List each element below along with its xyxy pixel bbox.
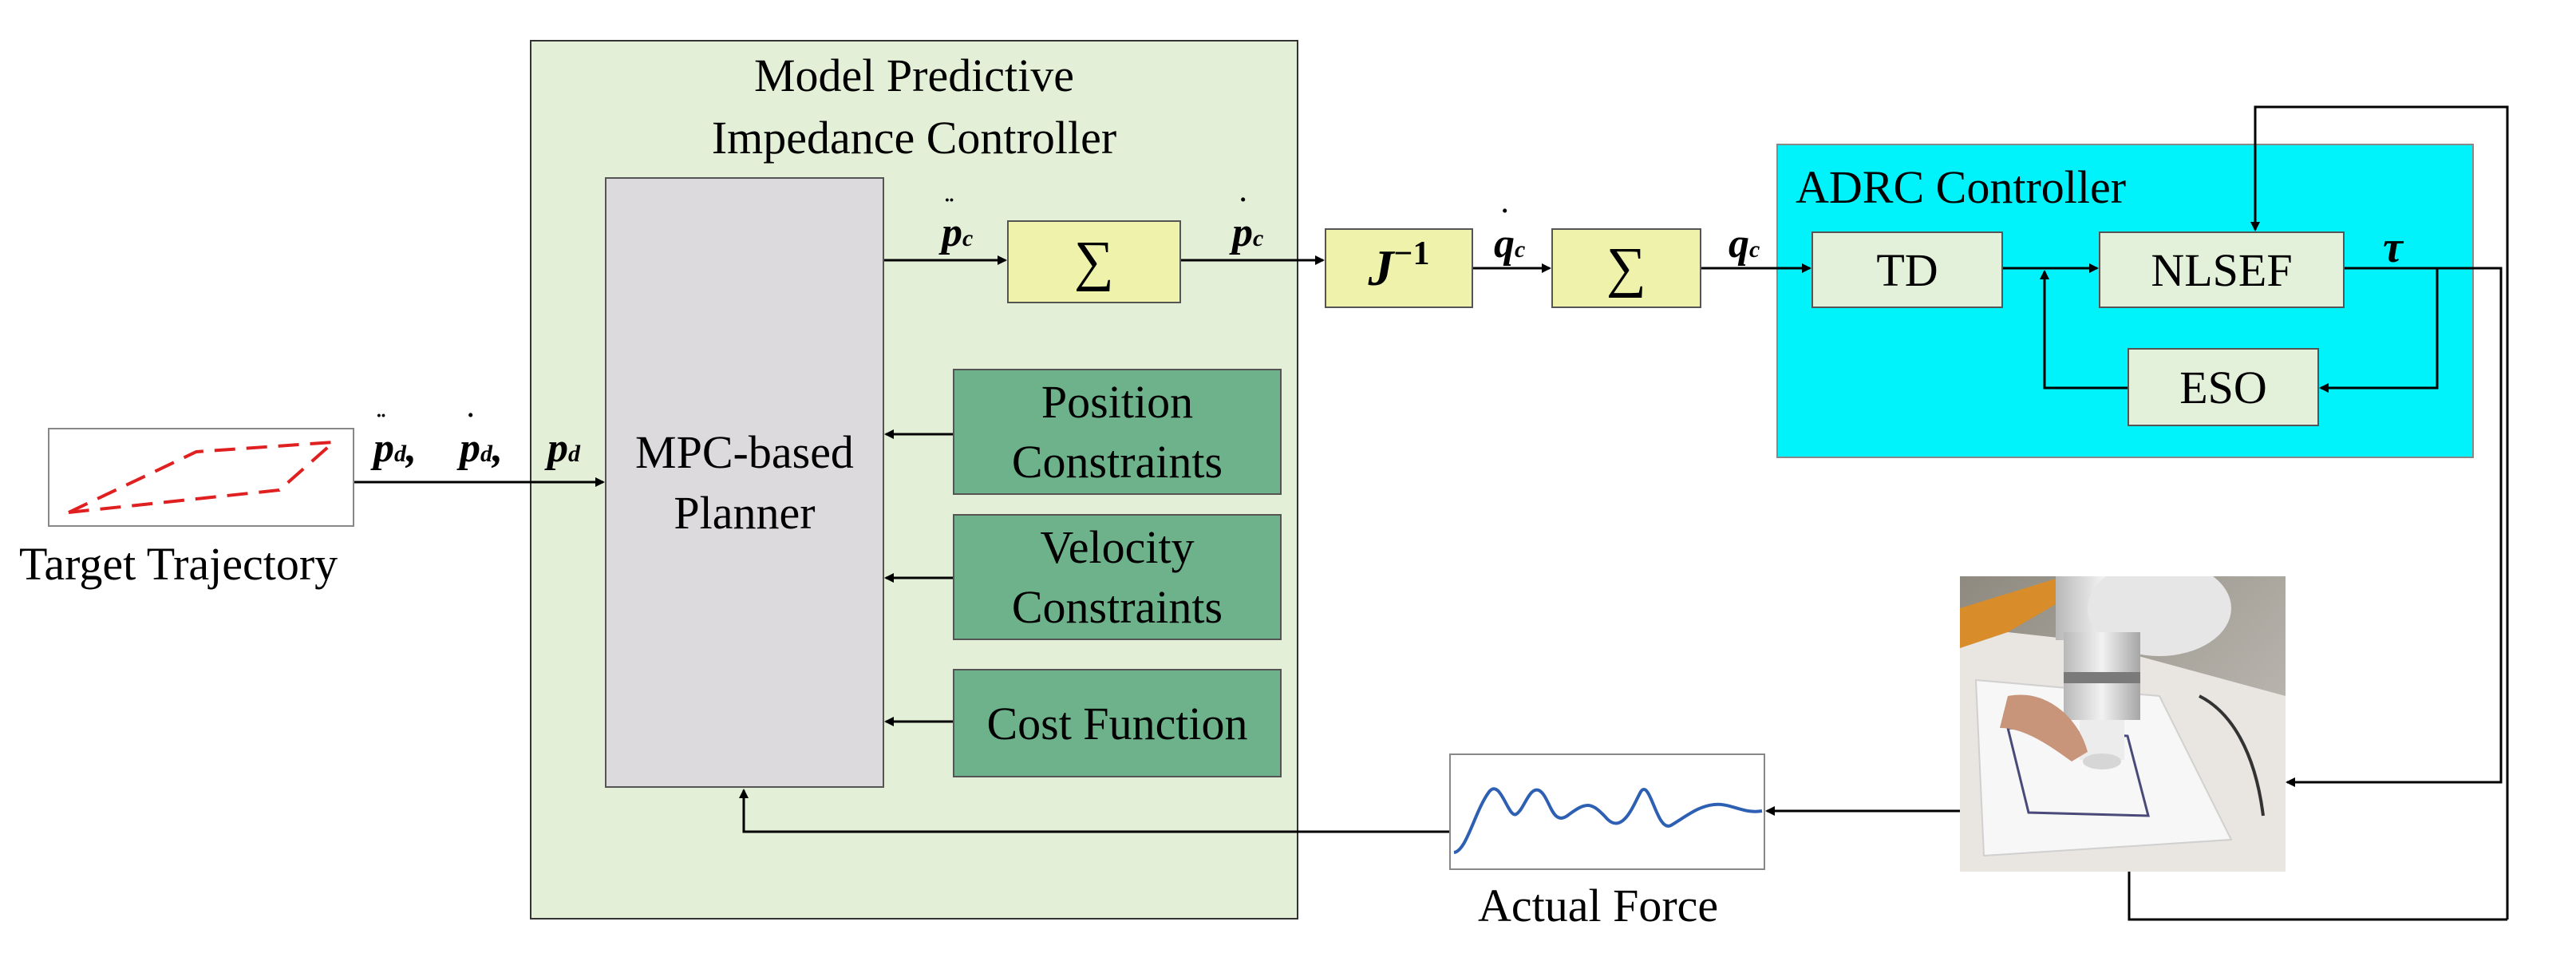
target-trajectory-label: Target Trajectory: [19, 538, 338, 590]
ddot-marker-pc: ¨: [945, 193, 954, 223]
actual-force-label: Actual Force: [1478, 880, 1719, 931]
cost-function-block: Cost Function: [953, 669, 1282, 777]
signal-p-d: pd: [547, 425, 580, 471]
td-block: TD: [1811, 231, 2003, 308]
velocity-constraints-block: Velocity Constraints: [953, 514, 1282, 640]
dot-marker-pc: ˙: [1239, 193, 1248, 223]
sum-block-1: ∑: [1007, 220, 1181, 303]
nlsef-block: NLSEF: [2099, 231, 2345, 308]
robot-arm-illustration: [1960, 560, 2286, 872]
jacobian-inverse-block: J−1: [1325, 228, 1473, 308]
signal-q-c-dot: qc ˙: [1494, 204, 1526, 267]
sum-block-2: ∑: [1551, 228, 1701, 308]
position-label-line2: Constraints: [1011, 436, 1223, 488]
sum-symbol-2: ∑: [1606, 237, 1646, 299]
td-label: TD: [1876, 243, 1938, 296]
force-curve: [1453, 787, 1763, 854]
signal-p-d-ddot: pd, ¨: [373, 409, 417, 471]
dot-marker-qc: ˙: [1500, 204, 1510, 234]
trajectory-curve: [68, 440, 338, 514]
robot-photo: [1960, 560, 2286, 872]
signal-p-d-dot: pd, ˙: [460, 409, 503, 471]
sum-symbol-1: ∑: [1074, 231, 1114, 292]
planner-label-line1: MPC-based: [635, 426, 854, 479]
jacobian-symbol: J: [1368, 239, 1394, 296]
position-label-line1: Position: [1041, 375, 1194, 428]
cost-function-label: Cost Function: [986, 697, 1248, 749]
mpic-title-line1: Model Predictive: [753, 49, 1075, 101]
actual-force-plot: [1449, 753, 1765, 870]
nlsef-label: NLSEF: [2151, 243, 2293, 296]
signal-q-c: qc: [1729, 221, 1760, 267]
jacobian-superscript: −1: [1393, 235, 1430, 272]
signal-p-c-dot: pc ˙: [1232, 193, 1264, 255]
position-constraints-block: Position Constraints: [953, 369, 1282, 495]
velocity-label-line1: Velocity: [1040, 520, 1195, 573]
mpic-title-line2: Impedance Controller: [711, 112, 1117, 164]
signal-tau: τ: [2383, 223, 2403, 272]
adrc-title: ADRC Controller: [1796, 161, 2127, 213]
dot-marker: ˙: [466, 409, 476, 438]
velocity-label-line2: Constraints: [1011, 581, 1223, 633]
target-trajectory-plot: [48, 428, 354, 527]
eso-block: ESO: [2128, 348, 2319, 426]
ddot-marker: ¨: [377, 409, 386, 438]
eso-label: ESO: [2179, 361, 2267, 413]
signal-p-c-ddot: pc ¨: [942, 193, 974, 255]
planner-label-line2: Planner: [674, 486, 816, 539]
mpc-planner-block: MPC-based Planner: [605, 177, 884, 788]
